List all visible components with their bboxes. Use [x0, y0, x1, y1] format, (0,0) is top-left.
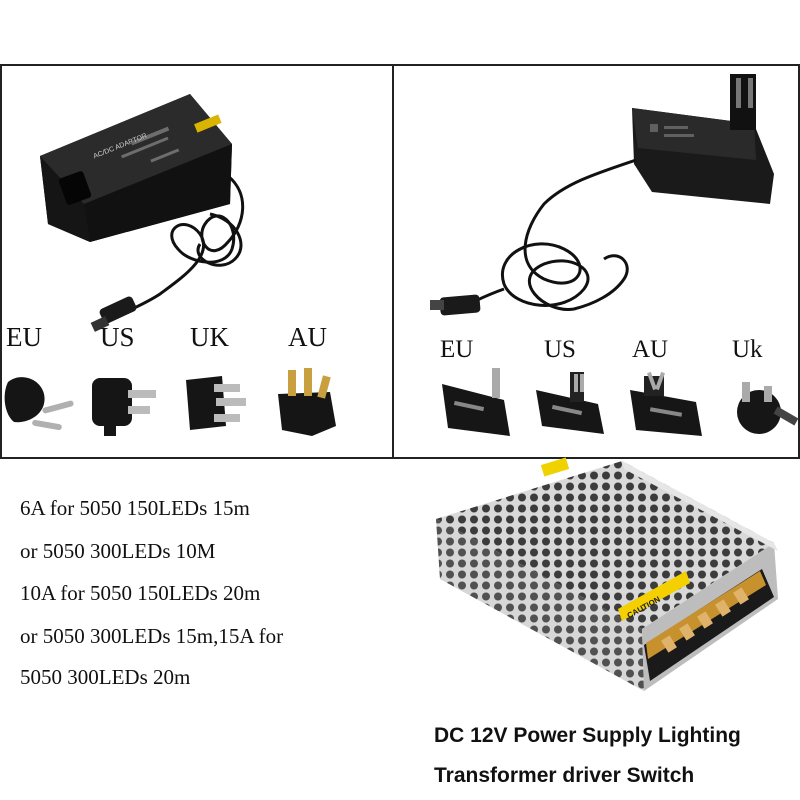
plug-label-us: US: [100, 322, 135, 352]
desktop-adapter-image: AC/DC ADAPTOR: [40, 94, 245, 332]
au-wall-adapter-icon: [630, 371, 702, 436]
terminal-block: CAUTION: [618, 569, 774, 681]
frame-center-divider: [392, 64, 394, 457]
uk-plug-icon: [186, 376, 246, 430]
frame-middle-border: [0, 457, 800, 459]
spec-line-1: 6A for 5050 150LEDs 15m: [20, 496, 250, 520]
eu-plug-icon: [4, 377, 74, 431]
plug-label-uk-2: Uk: [732, 336, 763, 363]
wall-adapter-cable: [463, 158, 637, 311]
panel-bottom: 6A for 5050 150LEDs 15m or 5050 300LEDs …: [0, 457, 800, 800]
frame-right-border: [798, 64, 800, 457]
barrel-plug: [90, 296, 137, 332]
plug-types-image: [4, 368, 336, 436]
uk-wall-adapter-icon: [737, 382, 799, 434]
frame-left-border: [0, 64, 2, 457]
spec-line-2: or 5050 300LEDs 10M: [20, 539, 216, 563]
wall-adapter-image: [430, 74, 774, 316]
spec-line-5: 5050 300LEDs 20m: [20, 665, 191, 689]
plug-label-eu-2: EU: [440, 336, 474, 363]
au-plug-icon: [278, 368, 336, 436]
plug-label-us-2: US: [544, 336, 576, 363]
us-plug-icon: [92, 378, 156, 436]
caption-line-1: DC 12V Power Supply Lighting: [434, 724, 741, 747]
power-supply-image: CAUTION: [436, 457, 778, 691]
wall-plug-types-image: [442, 368, 799, 436]
spec-line-4: or 5050 300LEDs 15m,15A for: [20, 624, 284, 648]
plug-label-eu: EU: [6, 322, 42, 352]
adapter-cable: [119, 174, 245, 318]
wall-adapter-body: [632, 74, 774, 204]
spec-line-3: 10A for 5050 150LEDs 20m: [20, 581, 261, 605]
caption-line-2: Transformer driver Switch: [434, 764, 695, 787]
frame-top-border: [0, 64, 800, 66]
panel-top-left: AC/DC ADAPTOR EU US UK AU: [0, 64, 392, 457]
wall-barrel-plug: [430, 294, 481, 316]
plug-label-uk: UK: [190, 322, 229, 352]
us-wall-adapter-icon: [536, 372, 604, 434]
panel-top-right: EU US AU Uk: [394, 64, 799, 457]
eu-wall-adapter-icon: [442, 368, 510, 436]
plug-label-au: AU: [288, 322, 327, 352]
power-supply-case: [436, 457, 778, 691]
adapter-body: AC/DC ADAPTOR: [40, 94, 232, 242]
plug-label-au-2: AU: [632, 336, 669, 363]
